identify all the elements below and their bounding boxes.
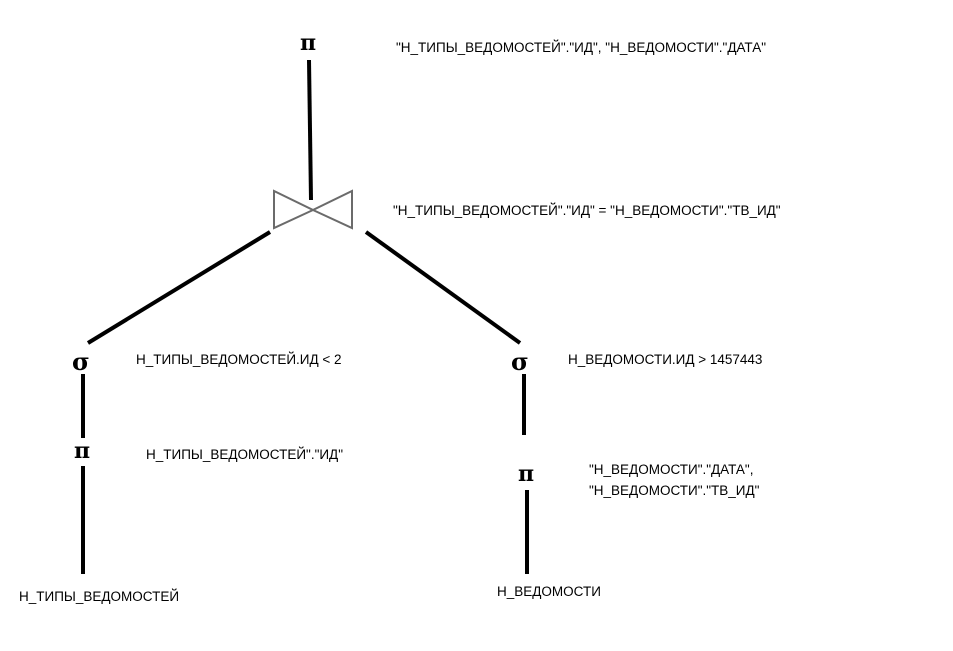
left-table-name: Н_ТИПЫ_ВЕДОМОСТЕЙ — [19, 589, 179, 604]
root-projection-label: "Н_ТИПЫ_ВЕДОМОСТЕЙ"."ИД", "Н_ВЕДОМОСТИ".… — [396, 40, 766, 55]
root-projection-symbol: π — [300, 30, 316, 56]
left-selection-symbol: σ — [72, 347, 90, 376]
edge-join-right-select — [364, 230, 522, 345]
right-projection-label-line1: "Н_ВЕДОМОСТИ"."ДАТА", — [589, 462, 753, 477]
join-icon — [273, 189, 353, 230]
left-selection-label: Н_ТИПЫ_ВЕДОМОСТЕЙ.ИД < 2 — [136, 352, 342, 367]
right-selection-symbol: σ — [511, 347, 529, 376]
left-projection-label: Н_ТИПЫ_ВЕДОМОСТЕЙ"."ИД" — [146, 447, 343, 462]
join-condition-label: "Н_ТИПЫ_ВЕДОМОСТЕЙ"."ИД" = "Н_ВЕДОМОСТИ"… — [393, 203, 781, 218]
right-projection-label-line2: "Н_ВЕДОМОСТИ"."ТВ_ИД" — [589, 483, 760, 498]
edge-join-left-select — [86, 230, 272, 345]
right-table-name: Н_ВЕДОМОСТИ — [497, 584, 601, 599]
left-projection-symbol: π — [74, 438, 90, 464]
right-selection-label: Н_ВЕДОМОСТИ.ИД > 1457443 — [568, 352, 762, 367]
edge-root-join — [307, 59, 313, 201]
right-projection-symbol: π — [518, 461, 534, 487]
